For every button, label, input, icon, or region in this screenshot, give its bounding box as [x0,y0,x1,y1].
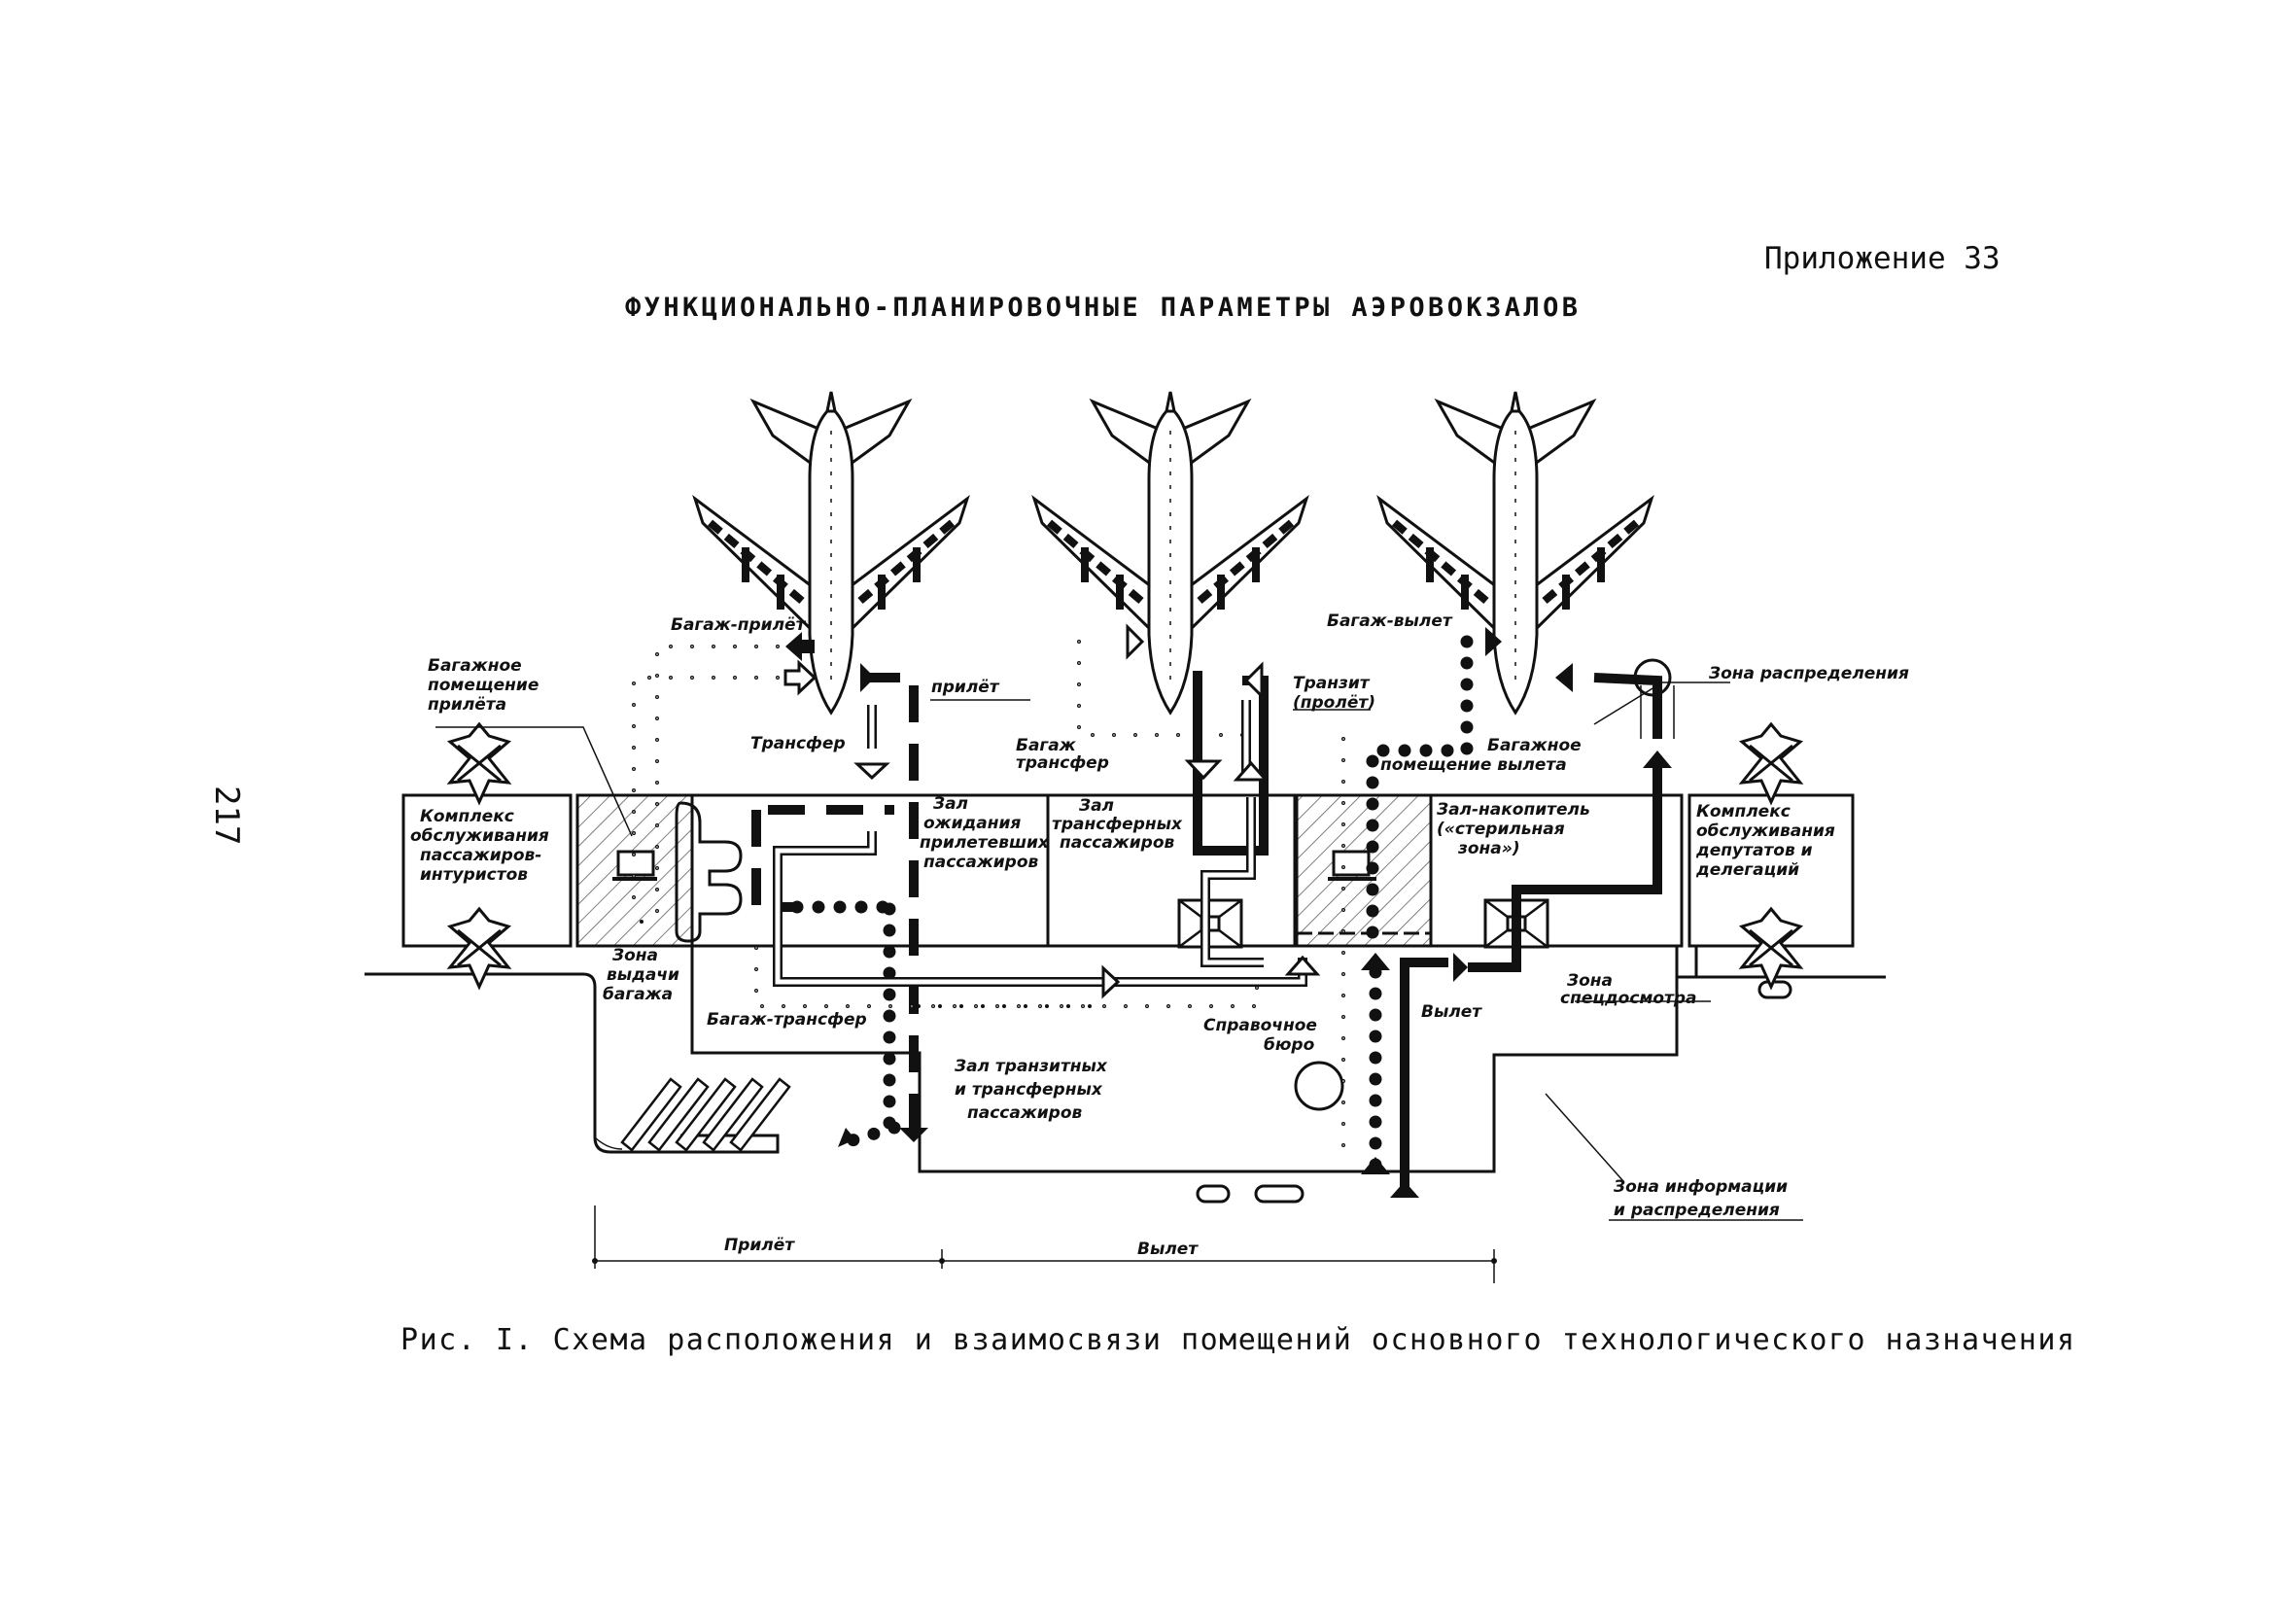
aircraft-icon [1034,392,1306,713]
label-security-zone: Зона [1566,971,1613,991]
entrance-icon [1740,907,1802,989]
aircraft-icon [695,392,967,713]
label-transit: Транзит [1293,674,1371,693]
diagram-labels: Багаж-прилёт Багажное помещение прилёта … [410,611,1909,1220]
label-baggage-room-arrival: помещение [428,676,539,695]
label-transfer-hall: трансферных [1052,815,1183,834]
label-transfer: Трансфер [750,734,846,753]
label-tourist-complex: обслуживания [410,826,549,846]
label-baggage-room-departure: Багажное [1487,736,1582,755]
label-security-zone: спецдосмотра [1560,989,1697,1008]
label-deputies-complex: делегаций [1695,860,1799,880]
dimension-line: Прилёт Вылет [592,1205,1497,1283]
vehicle-icon [1196,980,1792,1204]
baggage-room-arrival [575,793,694,948]
baggage-carousel [675,801,743,943]
label-info-desk: Справочное [1203,1016,1317,1035]
dimension-departure-label: Вылет [1137,1240,1199,1259]
page-title: ФУНКЦИОНАЛЬНО-ПЛАНИРОВОЧНЫЕ ПАРАМЕТРЫ АЭ… [625,293,1578,323]
label-arrival-flow: прилёт [931,678,1000,697]
terminal-building [365,658,1886,1204]
flow-lines [435,623,1803,1221]
label-deputies-complex: депутатов и [1695,841,1813,860]
arrow-icon [1361,1157,1390,1174]
label-baggage-claim: Зона [611,946,658,965]
label-arrival-hall: прилетевших [920,833,1050,853]
dimension-arrival-label: Прилёт [724,1236,795,1255]
label-transit-hall: и трансферных [955,1080,1103,1100]
label-baggage-transfer: трансфер [1016,753,1109,773]
label-baggage-room-arrival: Багажное [428,656,522,676]
appendix-number: Приложение 33 [1764,241,2000,276]
arrow-icon [1555,663,1573,692]
label-departure-flow: Вылет [1421,1002,1482,1022]
arrow-icon [1243,661,1264,700]
label-transfer-hall: пассажиров [1060,833,1175,853]
arrow-icon [899,1128,928,1142]
arrow-icon [853,762,890,781]
arrow-icon [1361,953,1390,970]
label-transit-hall: Зал транзитных [954,1057,1108,1076]
label-info-zone: и распределения [1614,1201,1780,1220]
arrow-icon [860,663,875,692]
label-tourist-complex: пассажиров- [420,846,541,865]
label-info-desk: бюро [1264,1035,1315,1055]
label-arrival-hall: ожидания [923,814,1021,833]
label-transfer-hall: Зал [1078,796,1114,816]
label-baggage-room-departure: помещение вылета [1380,755,1567,775]
parking-icon [620,1077,791,1152]
arrow-icon [1390,1181,1419,1198]
arrow-icon [1184,759,1223,781]
arrow-icon [785,632,815,661]
arrow-icon [1126,623,1145,660]
arrow-icon [838,1128,855,1147]
label-info-zone: Зона информации [1613,1177,1788,1197]
label-baggage-transfer: Багаж [1016,736,1077,755]
arrow-icon [1485,627,1502,656]
label-transit: (пролёт) [1293,693,1375,713]
label-baggage-transfer-bottom: Багаж-трансфер [707,1010,867,1030]
label-transit-hall: пассажиров [967,1103,1083,1123]
arrow-icon [1233,760,1270,782]
label-departure-lounge: Зал-накопитель [1436,800,1590,820]
transfer-hall-room [1046,793,1297,948]
aircraft-icon [1379,392,1652,713]
label-deputies-complex: обслуживания [1696,821,1835,841]
label-baggage-arrival: Багаж-прилёт [671,615,807,635]
figure-caption: Рис. I. Схема расположения и взаимосвязи… [400,1323,2074,1357]
page-number: 217 [207,786,246,845]
info-desk-icon [1294,1061,1344,1111]
label-arrival-hall: Зал [932,794,968,814]
label-deputies-complex: Комплекс [1696,802,1791,821]
label-tourist-complex: интуристов [420,865,528,885]
label-departure-lounge: зона») [1457,839,1520,858]
label-baggage-claim: выдачи [607,965,679,985]
label-baggage-claim: багажа [603,985,673,1004]
label-arrival-hall: пассажиров [923,853,1039,872]
arrow-icon [1101,964,1121,999]
departure-lounge-room [1429,793,1684,948]
label-tourist-complex: Комплекс [420,807,514,826]
label-distribution-zone: Зона распределения [1708,664,1909,683]
entrance-icon [448,722,510,804]
arrow-icon [1643,751,1672,768]
arrow-icon [783,659,818,696]
label-baggage-room-arrival: прилёта [428,695,506,715]
entrance-icon [1740,722,1802,804]
label-departure-lounge: («стерильная [1437,820,1565,839]
arrow-icon [1284,955,1321,976]
arrow-icon [1453,953,1468,982]
label-baggage-departure: Багаж-вылет [1327,611,1453,631]
